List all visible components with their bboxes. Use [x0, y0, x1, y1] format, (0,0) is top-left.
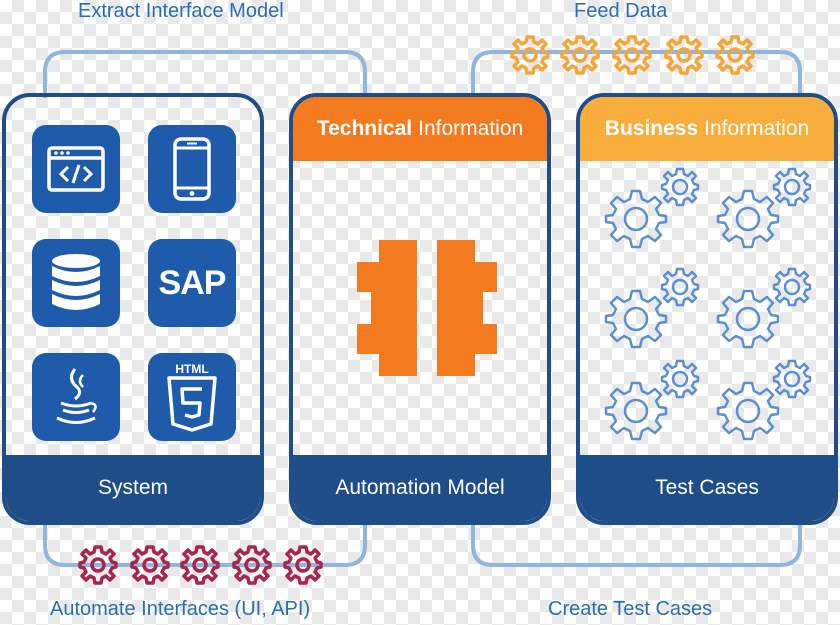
gear-icon	[612, 35, 652, 75]
testcases-panel: Business Information Test Cases	[576, 93, 838, 525]
gear-icon	[130, 545, 170, 585]
create-test-cases-label: Create Test Cases	[548, 598, 713, 620]
test-cases-footer: Test Cases	[580, 455, 834, 521]
automate-interfaces-label: Automate Interfaces (UI, API)	[50, 598, 311, 620]
extract-connector	[43, 50, 367, 98]
system-footer: System	[6, 455, 260, 521]
system-panel: SAP HTML System	[2, 93, 264, 525]
create-connector	[471, 525, 802, 567]
gear-icon	[560, 35, 600, 75]
gear-icon	[232, 545, 272, 585]
gear-icon	[78, 545, 118, 585]
html5-icon: HTML	[148, 353, 236, 441]
java-icon	[32, 353, 120, 441]
smartphone-icon	[148, 125, 236, 213]
gears-icon	[580, 161, 838, 461]
extract-interface-label: Extract Interface Model	[78, 0, 284, 22]
automation-panel: Technical Information Automation Model	[289, 93, 551, 525]
code-window-icon	[32, 125, 120, 213]
gear-icon	[283, 545, 323, 585]
business-information-header: Business Information	[580, 97, 834, 161]
gear-icon	[715, 35, 755, 75]
tosca-logo-icon	[357, 240, 497, 376]
gear-icon	[664, 35, 704, 75]
gear-icon	[180, 545, 220, 585]
automation-model-footer: Automation Model	[293, 455, 547, 521]
database-icon	[32, 239, 120, 327]
feed-data-label: Feed Data	[574, 0, 668, 22]
technical-information-header: Technical Information	[293, 97, 547, 161]
sap-logo-icon: SAP	[148, 239, 236, 327]
gear-icon	[510, 35, 550, 75]
